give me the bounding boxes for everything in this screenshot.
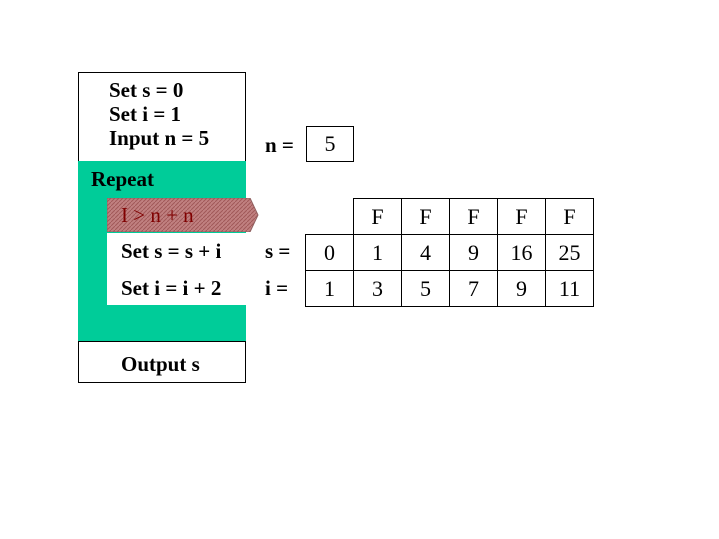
output-box: Output s	[78, 341, 246, 383]
condition-value: F	[371, 203, 384, 229]
i-value: 9	[516, 275, 527, 301]
trace-table: F F F F F 0 1 4 9 16 25 1 3 5 7 9 11	[305, 198, 594, 307]
i-value: 7	[468, 275, 479, 301]
n-value-cell: 5	[306, 126, 354, 162]
repeat-body	[107, 233, 246, 305]
i-value: 5	[420, 275, 431, 301]
i-label: i =	[265, 276, 289, 300]
init-line-n: Input n = 5	[109, 126, 210, 150]
s-cell: 16	[497, 234, 546, 271]
n-label: n =	[265, 133, 294, 157]
n-value: 5	[324, 131, 336, 156]
empty-cell	[306, 199, 354, 235]
repeat-block: Repeat	[78, 161, 246, 342]
s-cell: 9	[449, 234, 498, 271]
i-value: 3	[372, 275, 383, 301]
condition-cell: F	[449, 198, 498, 235]
i-cell: 11	[545, 270, 594, 307]
s-label: s =	[265, 239, 291, 263]
i-cell: 3	[353, 270, 402, 307]
s-value: 16	[510, 239, 533, 265]
condition-cell: F	[401, 198, 450, 235]
init-box: Set s = 0 Set i = 1 Input n = 5	[78, 72, 246, 162]
condition-cell: F	[497, 198, 546, 235]
i-row: 1 3 5 7 9 11	[305, 270, 594, 307]
s-value: 25	[558, 239, 581, 265]
i-value: 1	[324, 275, 335, 301]
i-cell: 1	[305, 270, 354, 307]
repeat-label: Repeat	[91, 167, 154, 191]
s-value: 0	[324, 239, 335, 265]
condition-value: F	[563, 203, 576, 229]
init-line-s: Set s = 0	[109, 78, 184, 102]
output-text: Output s	[121, 352, 200, 376]
s-cell: 1	[353, 234, 402, 271]
s-cell: 25	[545, 234, 594, 271]
s-row: 0 1 4 9 16 25	[305, 234, 594, 271]
condition-text: I > n + n	[121, 203, 194, 227]
s-value: 9	[468, 239, 479, 265]
condition-value: F	[419, 203, 432, 229]
condition-cell: F	[353, 198, 402, 235]
condition-cell: F	[545, 198, 594, 235]
s-value: 4	[420, 239, 431, 265]
statement-set-s: Set s = s + i	[121, 239, 222, 263]
condition-value: F	[467, 203, 480, 229]
statement-set-i: Set i = i + 2	[121, 276, 222, 300]
s-value: 1	[372, 239, 383, 265]
s-cell: 4	[401, 234, 450, 271]
condition-row: F F F F F	[306, 198, 594, 235]
condition-shape: I > n + n	[107, 198, 259, 232]
s-cell: 0	[305, 234, 354, 271]
i-cell: 7	[449, 270, 498, 307]
i-value: 11	[558, 275, 581, 301]
condition-value: F	[515, 203, 528, 229]
init-line-i: Set i = 1	[109, 102, 182, 126]
i-cell: 5	[401, 270, 450, 307]
i-cell: 9	[497, 270, 546, 307]
